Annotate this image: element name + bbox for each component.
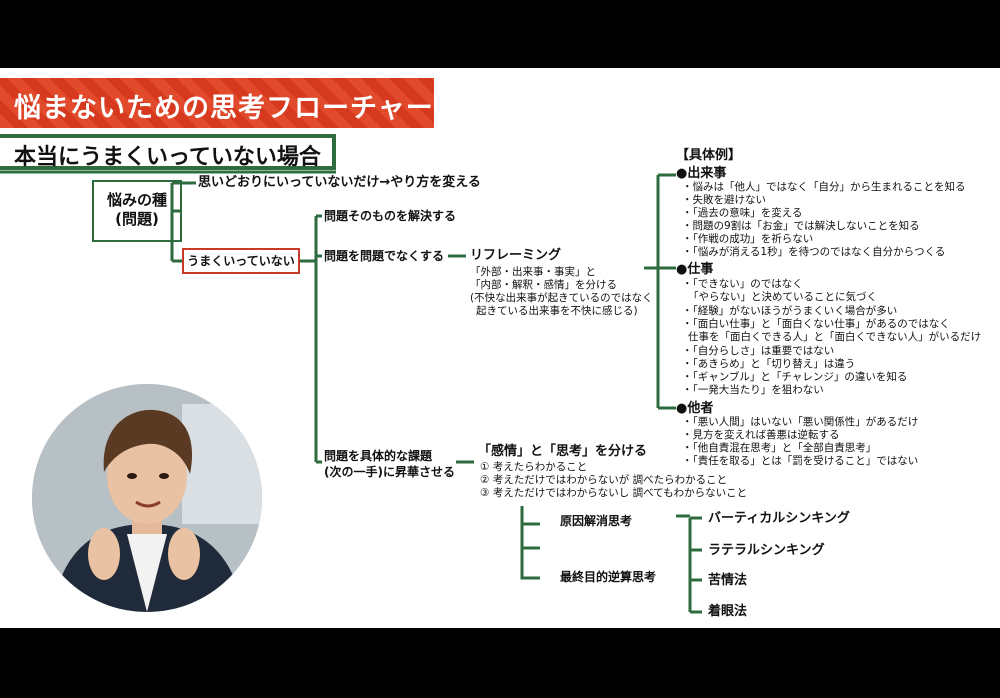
example-item: ・問題の9割は「お金」では解決しないことを知る — [682, 220, 920, 232]
node-solve: 問題そのものを解決する — [324, 209, 457, 223]
connector-thinking — [676, 514, 702, 614]
example-item: 仕事を「面白くできる人」と「面白くできない人」がいるだけ — [688, 331, 982, 343]
example-item: ・「ギャンブル」と「チャレンジ」の違いを知る — [682, 371, 908, 383]
example-item: ・「一発大当たり」を狙わない — [682, 384, 824, 396]
root-label-1: 悩みの種 — [106, 191, 167, 209]
connector-methods — [520, 506, 540, 580]
title-banner: 悩まないための思考フローチャート — [0, 78, 461, 128]
branch-hard-node: うまくいっていない — [182, 248, 300, 274]
connector-level2 — [300, 214, 322, 464]
root-node: 悩みの種 (問題) — [92, 180, 182, 242]
reframing-line: 「外部・出来事・事実」と — [470, 266, 596, 278]
reframing-line: (不快な出来事が起きているのではなく — [470, 292, 653, 304]
example-item: ・「悪い人間」はいない「悪い関係性」があるだけ — [682, 416, 919, 428]
slide: 悩まないための思考フローチャート 本当にうまくいっていない場合 悩みの種 (問題… — [0, 68, 1000, 628]
example-item: ・「自分らしさ」は重要ではない — [682, 345, 835, 357]
node-elevate-1: 問題を具体的な課題 — [324, 449, 433, 463]
separate-item: ① 考えたらわかること — [480, 461, 588, 473]
slide-subtitle: 本当にうまくいっていない場合 — [14, 145, 321, 170]
separate-title: 「感情」と「思考」を分ける — [478, 444, 648, 459]
group-title-others: ●他者 — [676, 401, 714, 416]
connector-lines — [0, 170, 702, 614]
reframing-line: 起きている出来事を不快に感じる) — [476, 305, 638, 317]
thinking-lateral: ラテラルシンキング — [708, 543, 825, 558]
separate-item: ③ 考えただけではわからないし 調べてもわからないこと — [480, 487, 748, 499]
connector-root — [170, 181, 196, 263]
group-title-work: ●仕事 — [676, 262, 714, 277]
method-goal: 最終目的逆算思考 — [560, 570, 657, 584]
thinking-vertical: バーティカルシンキング — [708, 511, 850, 526]
thinking-complaint: 苦情法 — [708, 573, 748, 588]
branch-hard-label: うまくいっていない — [187, 254, 295, 268]
presenter-photo — [32, 384, 262, 612]
thinking-focus: 着眼法 — [708, 604, 748, 619]
reframing-title: リフレーミング — [470, 248, 562, 263]
branch-simple: 思いどおりにいっていないだけ→やり方を変える — [198, 175, 481, 190]
example-item: ・「他自責混在思考」と「全部自責思考」 — [682, 442, 877, 454]
presenter-illustration — [32, 384, 262, 612]
separate-item: ② 考えただけではわからないが 調べたらわかること — [480, 474, 728, 486]
method-cause: 原因解消思考 — [560, 514, 633, 528]
example-item: ・見方を変えれば善悪は逆転する — [682, 429, 840, 441]
example-item: ・失敗を避けない — [682, 194, 766, 206]
group-title-events: ●出来事 — [676, 166, 727, 181]
example-item: 「やらない」と決めていることに気づく — [688, 291, 877, 303]
examples-header: 【具体例】 — [676, 148, 742, 163]
root-label-2: (問題) — [115, 210, 159, 228]
node-reframe: 問題を問題でなくする — [324, 249, 445, 263]
subtitle-box: 本当にうまくいっていない場合 — [0, 134, 336, 170]
slide-title: 悩まないための思考フローチャート — [14, 93, 462, 124]
node-elevate-2: (次の一手)に昇華させる — [324, 465, 455, 479]
example-item: ・「あきらめ」と「切り替え」は違う — [682, 358, 856, 370]
example-item: ・「経験」がないほうがうまくいく場合が多い — [682, 305, 898, 317]
example-item: ・「悩みが消える1秒」を待つのではなく自分からつくる — [682, 246, 946, 258]
example-item: ・悩みは「他人」ではなく「自分」から生まれることを知る — [682, 181, 966, 193]
example-item: ・「過去の意味」を変える — [682, 207, 803, 219]
connector-examples — [644, 173, 676, 410]
example-item: ・「作戦の成功」を祈らない — [682, 233, 814, 245]
reframing-line: 「内部・解釈・感情」を分ける — [470, 279, 617, 291]
example-item: ・「責任を取る」とは「罰を受けること」ではない — [682, 455, 919, 467]
example-item: ・「できない」のではなく — [682, 278, 803, 290]
example-item: ・「面白い仕事」と「面白くない仕事」があるのではなく — [682, 318, 950, 330]
